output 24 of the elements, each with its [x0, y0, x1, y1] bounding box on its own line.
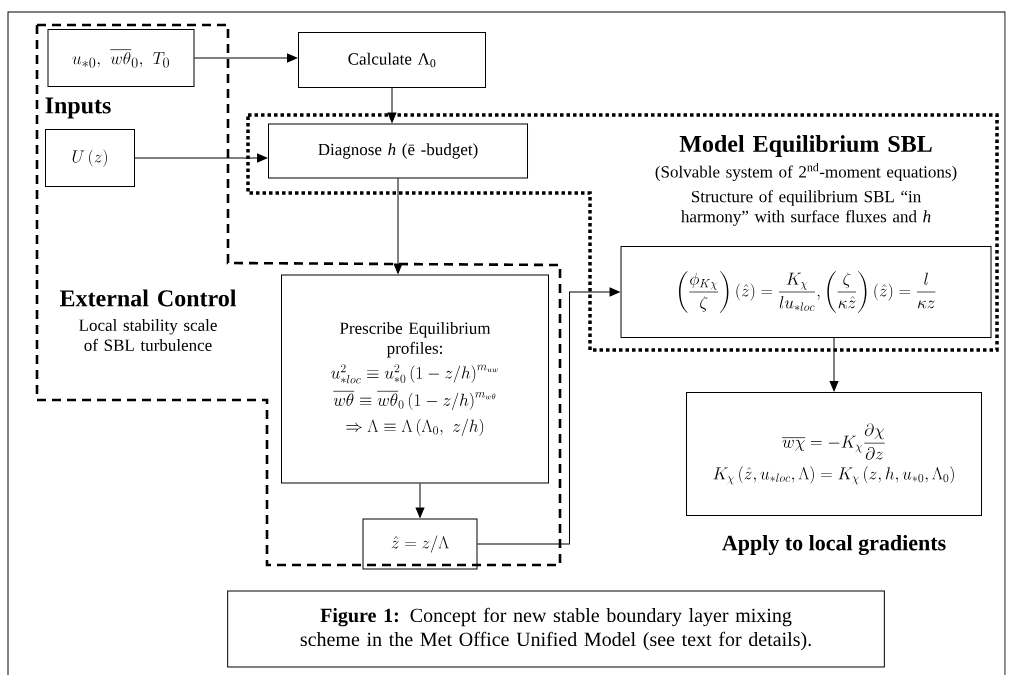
arrow [387, 87, 397, 123]
process-box: Diagnose h (ē -budget) [268, 123, 528, 179]
region-heading: Inputs [45, 97, 111, 119]
arrow [393, 178, 403, 274]
dashed-region [35, 23, 562, 567]
formula-box: $\left(\frac{\phi_{K\chi}}{\zeta}\right)\left(\hat{z}\right) = \frac{K_\chi}{l u_{*loc}}, \left(\frac{\zeta}{\kappa\hat{z}}\right)\left(\hat{z}\right) = \frac{l}{\kappa z}$ [620, 246, 992, 338]
box-caption: Apply to local gradients [722, 534, 946, 556]
caption-box: Figure 1: Concept for new stable boundary layer mixing scheme in the Met Office Unified Model (see text for details). [227, 590, 885, 668]
process-box: Prescribe Equilibrium profiles: $u_{*loc}^2 \equiv u_{*0}^2\left(1-z/h\right)^{m_{uw}}$ $\overline{w\theta} \equiv \overline{w\theta}_0\left(1-z/h\right)^{m_{w\theta}}$ $\Rightarrow \Lambda \equiv \Lambda\left(\Lambda_0,\ z/h\right)$ [281, 274, 549, 484]
region-heading: Model Equilibrium SBL [679, 135, 932, 157]
region-note: (Solvable system of 2$^{nd}$-moment equations) [655, 162, 957, 182]
region-heading: External Control [59, 289, 237, 307]
formula-box: $\overline{w\chi} = -K_\chi\frac{\partial\chi}{\partial z}$ $K_\chi\left(\hat{z}, u_{*loc}, \Lambda\right) = K_\chi\left(z, h, u_{*0}, \Lambda_0\right)$ [686, 392, 982, 516]
arrow [415, 483, 425, 518]
input-box: $U\left(z\right)$ [45, 129, 135, 187]
formula-box: $\hat{z} = z/\Lambda$ [362, 518, 478, 570]
arrow [829, 337, 839, 392]
region-note: Local stability scale of SBL turbulence [79, 319, 217, 351]
region-note: Structure of equilibrium SBL “in harmony” with surface fluxes and h [681, 190, 931, 226]
arrow [134, 153, 268, 163]
arrow [477, 287, 620, 545]
input-box: $u_{*0},\ \overline{w\theta}_0,\ T_0$ [47, 29, 195, 87]
arrow [194, 53, 298, 63]
process-box: Calculate Λ$_{0}$ [298, 32, 486, 88]
